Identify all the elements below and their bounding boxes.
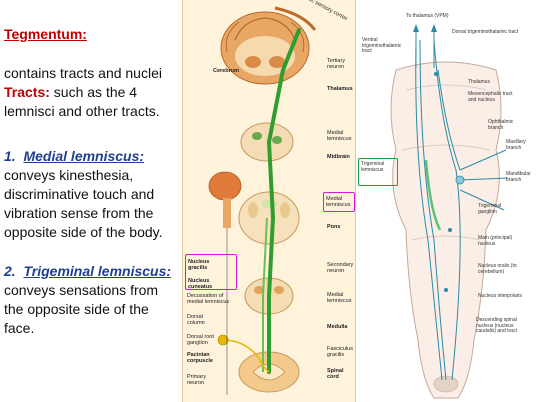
label-spinal-cord: Spinal cord (327, 368, 344, 380)
label-midbrain: Midbrain (327, 154, 350, 160)
label-nucleus-gracilis: Nucleus gracilis (188, 259, 210, 271)
highlight-trigeminal-lemniscus (358, 158, 398, 186)
label-main-nucleus: Main (principal) nucleus (478, 235, 513, 247)
label-pons: Pons (327, 224, 341, 230)
label-ophthalmic: Ophthalmic branch (488, 119, 514, 131)
tracts-label: Tracts: (4, 84, 50, 100)
highlight-nuclei (185, 254, 237, 290)
item2-title: Trigeminal lemniscus: (23, 263, 172, 279)
label-cerebrum: Cerebrum (213, 68, 239, 74)
label-medial-lemniscus-1: Medial lemniscus (327, 130, 352, 142)
label-medulla: Medulla (327, 324, 348, 330)
label-decussation: Decussation of medial lemniscus (187, 293, 230, 305)
item2-body: conveys sensations from the opposite sid… (4, 282, 159, 336)
label-mandibular: Mandibular branch (506, 171, 531, 183)
tracts-text: such as the 4 lemnisci and other tracts. (4, 84, 160, 119)
item1-title: Medial lemniscus: (23, 148, 145, 164)
label-ventral-tract: Ventral trigeminothalamic tract (362, 37, 402, 55)
label-fasciculus: Fasciculus gracilis (327, 346, 353, 358)
medial-lemniscus-illustration (208, 6, 317, 395)
label-nucleus-interpolaris: Nucleus interpolaris (478, 293, 522, 299)
label-trigeminal-lemniscus: Trigeminal lemniscus (361, 161, 385, 173)
label-medial-lemniscus-2: Medial lemniscus (326, 196, 351, 208)
label-nucleus-cuneatus: Nucleus cuneatus (188, 278, 213, 290)
label-tertiary-neuron: Tertiary neuron (327, 58, 346, 70)
label-nucleus-oralis: Nucleus oralis (to cerebellum) (478, 263, 517, 275)
medial-lemniscus-diagram: Somatic sensory cortex Cerebrum Tertiary… (182, 0, 356, 402)
item1-body: conveys kinesthesia, discriminative touc… (4, 167, 163, 240)
label-thalamus-right: Thalamus (468, 79, 490, 85)
item-trigeminal-lemniscus: 2. Trigeminal lemniscus: conveys sensati… (4, 262, 180, 338)
item1-number: 1. (4, 148, 16, 164)
label-thalamus: Thalamus (327, 86, 353, 92)
label-mesencephalic: Mesencephalic tract and nucleus (468, 91, 513, 103)
label-secondary-neuron: Secondary neuron (327, 262, 354, 274)
trigeminal-illustration (390, 24, 509, 399)
slide-title: Tegmentum: (4, 26, 87, 42)
label-trigeminal-ganglion: Trigeminal ganglion (478, 203, 502, 215)
highlight-medial-lemniscus (323, 192, 355, 212)
intro-text: contains tracts and nuclei Tracts: such … (4, 64, 180, 121)
trigeminal-pathway-diagram: To thalamus (VPM) Dorsal trigeminothalam… (356, 0, 536, 402)
label-medial-lemniscus-3: Medial lemniscus (327, 292, 352, 304)
item-medial-lemniscus: 1. Medial lemniscus: conveys kinesthesia… (4, 147, 180, 242)
label-maxillary: Maxillary branch (506, 139, 526, 151)
intro-line: contains tracts and nuclei (4, 65, 162, 81)
label-dorsal-tract: Dorsal trigeminothalamic tract (452, 29, 519, 35)
label-primary-neuron: Primary neuron (187, 374, 206, 386)
label-descending-spinal: Descending spinal nucleus (nucleus cauda… (476, 317, 517, 335)
label-to-thalamus: To thalamus (VPM) (406, 13, 449, 19)
label-dorsal-column: Dorsal column (187, 314, 205, 326)
label-pacinian: Pacinian corpuscle (187, 352, 213, 364)
item2-number: 2. (4, 263, 16, 279)
label-dorsal-root-ganglion: Dorsal root ganglion (187, 334, 214, 346)
